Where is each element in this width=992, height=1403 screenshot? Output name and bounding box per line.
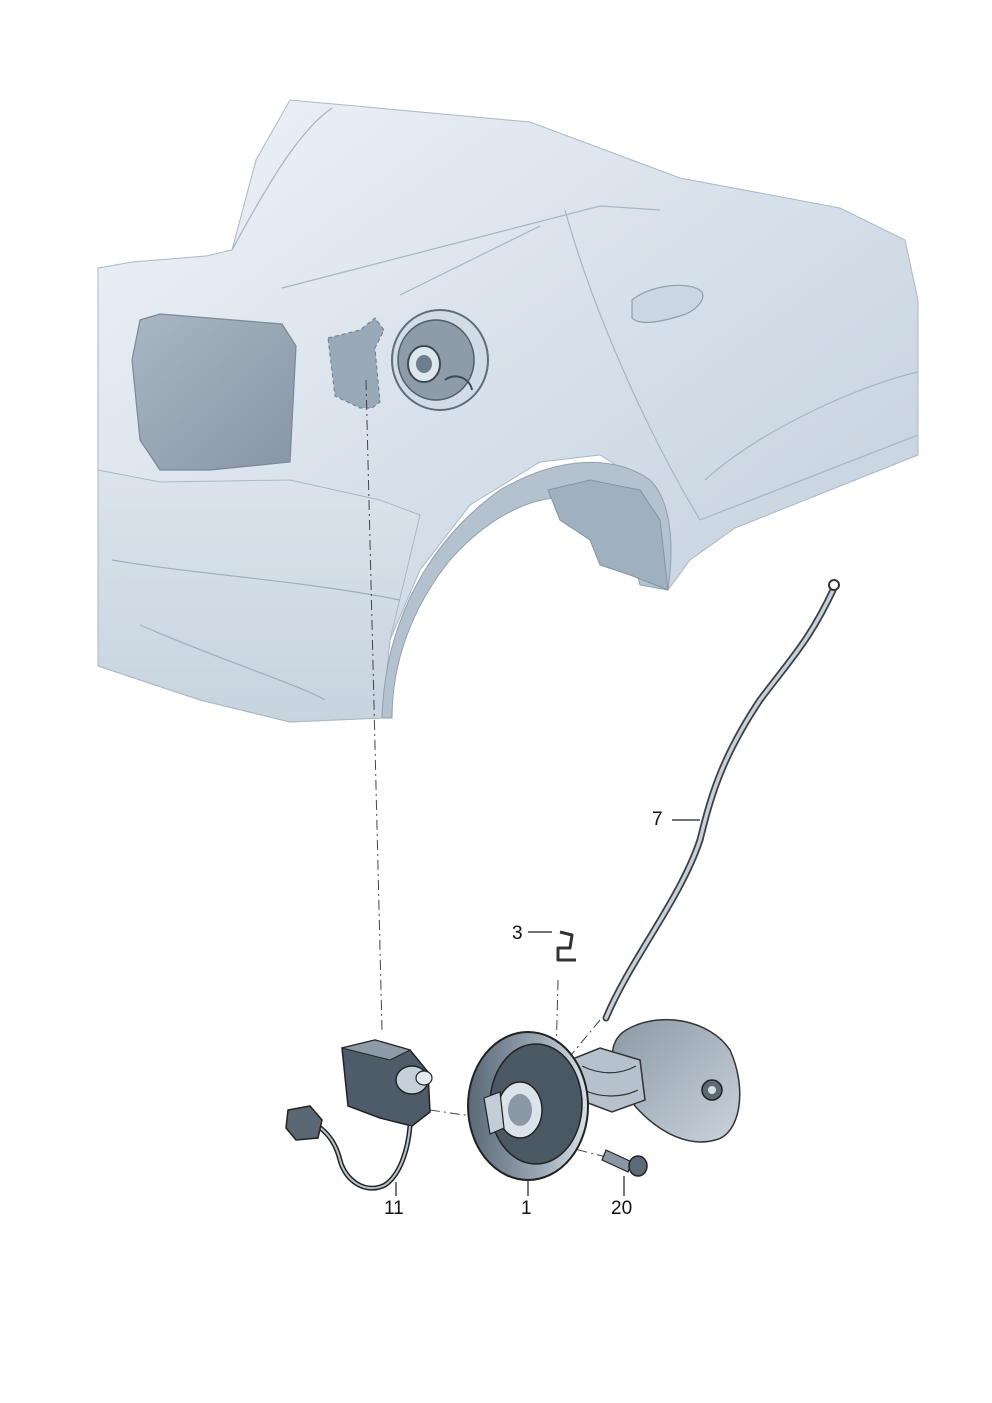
part-1-filler-housing [467, 1018, 741, 1181]
fuel-filler-on-body [327, 309, 489, 411]
part-20-screw [601, 1149, 648, 1177]
callout-3: 3 [512, 923, 523, 944]
tail-lamp [131, 313, 297, 471]
callout-1: 1 [521, 1198, 532, 1219]
callout-leaders [395, 819, 700, 1196]
actuator-cutout [327, 317, 385, 409]
door-handle [631, 284, 704, 324]
actuator-dash-line [365, 379, 383, 1031]
window-edge [281, 205, 661, 289]
car-rear-quarter [97, 99, 919, 723]
upper-body-line [399, 225, 541, 296]
c-pillar-line [231, 107, 333, 251]
door-crease [704, 371, 919, 481]
bumper-crease-2 [139, 624, 326, 701]
rear-bumper [97, 469, 421, 723]
callout-11: 11 [384, 1198, 404, 1219]
callout-20: 20 [611, 1198, 633, 1219]
wheel-housing-liner [547, 479, 669, 591]
part-3-spring-clip [556, 930, 576, 962]
rear-door-seam [564, 209, 701, 521]
screw-dash-line [499, 1129, 611, 1159]
part-7-release-cable [602, 579, 840, 1022]
callout-7: 7 [652, 809, 663, 830]
door-lower-edge [699, 434, 919, 521]
wire-connector [285, 1105, 323, 1141]
actuator-wire [310, 1119, 413, 1191]
bumper-crease-1 [111, 559, 401, 601]
part-11-actuator [285, 1039, 433, 1191]
